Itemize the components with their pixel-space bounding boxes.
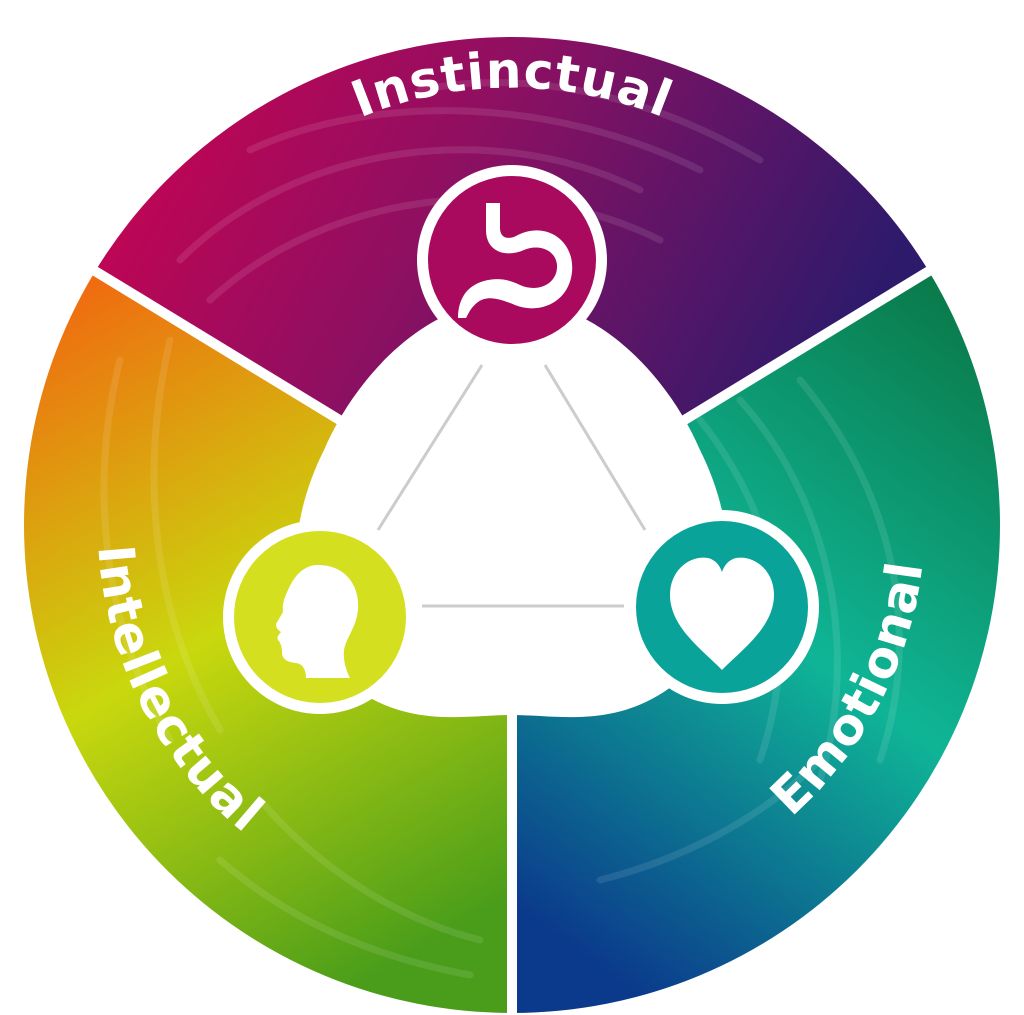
center-connectors bbox=[376, 364, 647, 608]
instinctual-node bbox=[417, 165, 607, 355]
heart-icon bbox=[670, 557, 774, 670]
emotional-node bbox=[625, 510, 819, 704]
intellectual-node bbox=[223, 520, 417, 714]
stomach-icon bbox=[458, 203, 573, 318]
head-icon bbox=[276, 565, 359, 678]
swirl-texture bbox=[100, 79, 903, 979]
